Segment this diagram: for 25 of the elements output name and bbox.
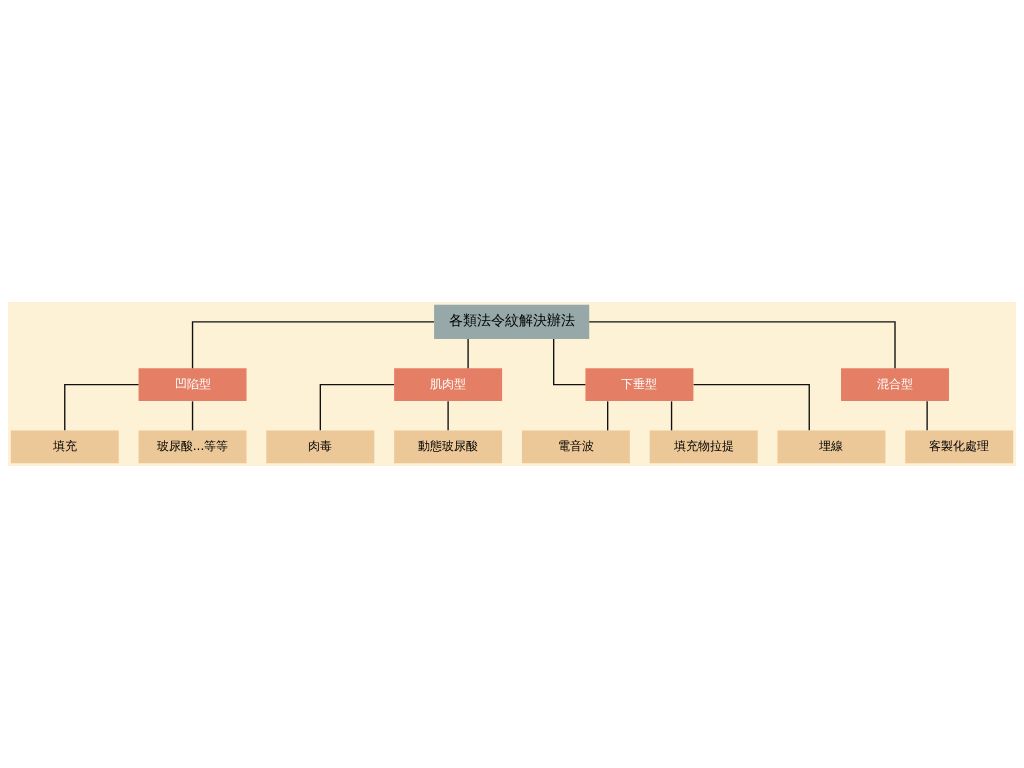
connector <box>588 321 896 369</box>
connector <box>692 384 810 431</box>
node-box: 各類法令紋解決辦法 <box>434 304 590 339</box>
connector <box>191 400 194 432</box>
node-box: 下垂型 <box>585 368 694 402</box>
node-box: 埋線 <box>777 430 886 464</box>
connector <box>467 338 469 369</box>
connector <box>191 321 435 369</box>
connector <box>670 400 673 432</box>
connector <box>319 384 395 431</box>
node-box: 填充物拉提 <box>649 430 758 464</box>
connector <box>607 400 609 432</box>
connector <box>926 400 928 432</box>
connector <box>64 384 140 431</box>
connector <box>447 400 449 432</box>
node-box: 肉毒 <box>266 430 375 464</box>
node-box: 客製化處理 <box>905 430 1014 464</box>
node-box: 填充 <box>10 430 119 464</box>
node-box: 動態玻尿酸 <box>394 430 503 464</box>
node-box: 混合型 <box>841 368 949 402</box>
node-box: 玻尿酸...等等 <box>138 430 247 464</box>
connector <box>553 338 587 386</box>
node-box: 凹陷型 <box>138 368 247 402</box>
node-box: 肌肉型 <box>394 368 503 402</box>
node-box: 電音波 <box>521 430 630 464</box>
